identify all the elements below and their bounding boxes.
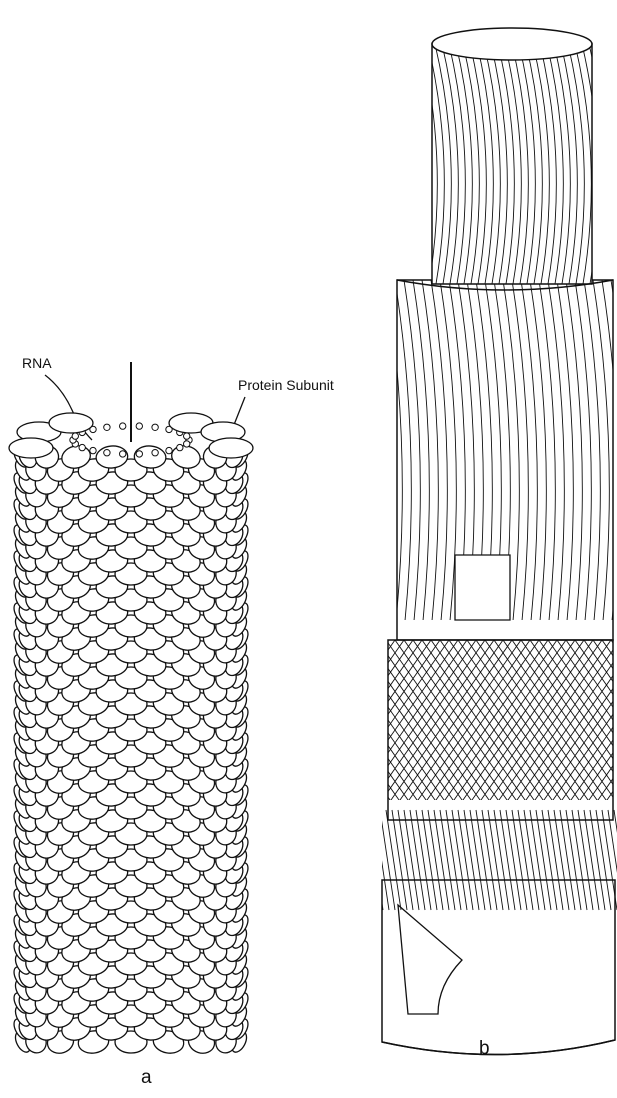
cutaway-window (455, 555, 510, 620)
panel-b-caption: b (479, 1038, 490, 1060)
top-cap (432, 28, 592, 60)
protein-subunit-label: Protein Subunit (238, 377, 334, 393)
layer-hatching (197, 280, 617, 640)
layer-hatching (62, 640, 617, 820)
cylinder-segments (62, 28, 617, 1055)
rna-label: RNA (22, 355, 52, 371)
layer-hatching (188, 640, 617, 820)
panel-a-caption: a (141, 1067, 152, 1089)
